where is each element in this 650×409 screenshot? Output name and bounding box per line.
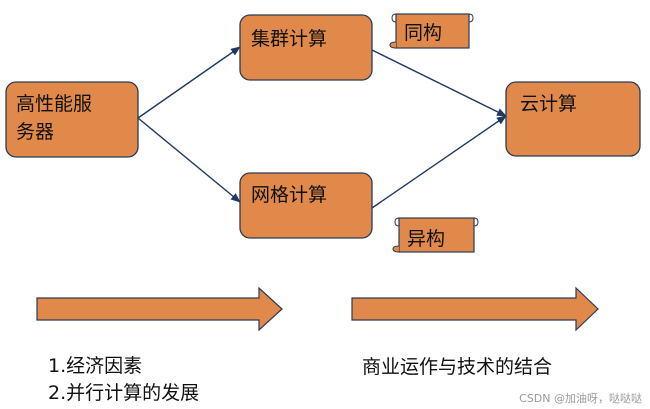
connector-hpc-to-grid xyxy=(137,117,241,203)
caption-business-and-tech: 商业运作与技术的结合 xyxy=(362,356,552,378)
caption-economic-factors: 1.经济因素 xyxy=(48,355,142,377)
node-hpc-label-line1: 高性能服 xyxy=(16,93,92,115)
node-high-performance-server: 高性能服 务器 xyxy=(5,81,139,158)
caption-parallel-computing: 2.并行计算的发展 xyxy=(48,382,199,404)
watermark-text: CSDN @加油呀，哒哒哒 xyxy=(519,391,642,405)
node-cloud-computing: 云计算 xyxy=(505,81,641,157)
connector-cluster-to-cloud xyxy=(371,49,507,117)
big-arrow-left xyxy=(36,286,283,332)
connector-grid-to-cloud xyxy=(371,115,507,209)
connector-hpc-to-cluster xyxy=(137,46,241,119)
node-cluster-computing: 集群计算 xyxy=(239,14,373,81)
node-grid-label: 网格计算 xyxy=(251,184,327,206)
node-cluster-label: 集群计算 xyxy=(251,28,327,50)
scroll-heterogeneous-label: 异构 xyxy=(407,228,445,250)
scroll-homogeneous: 同构 xyxy=(389,13,474,49)
node-grid-computing: 网格计算 xyxy=(239,172,373,239)
scroll-homogeneous-label: 同构 xyxy=(404,22,442,44)
big-arrow-right xyxy=(351,286,599,332)
scroll-heterogeneous: 异构 xyxy=(392,217,479,253)
node-cloud-label: 云计算 xyxy=(520,93,577,115)
node-hpc-label-line2: 务器 xyxy=(16,121,54,143)
